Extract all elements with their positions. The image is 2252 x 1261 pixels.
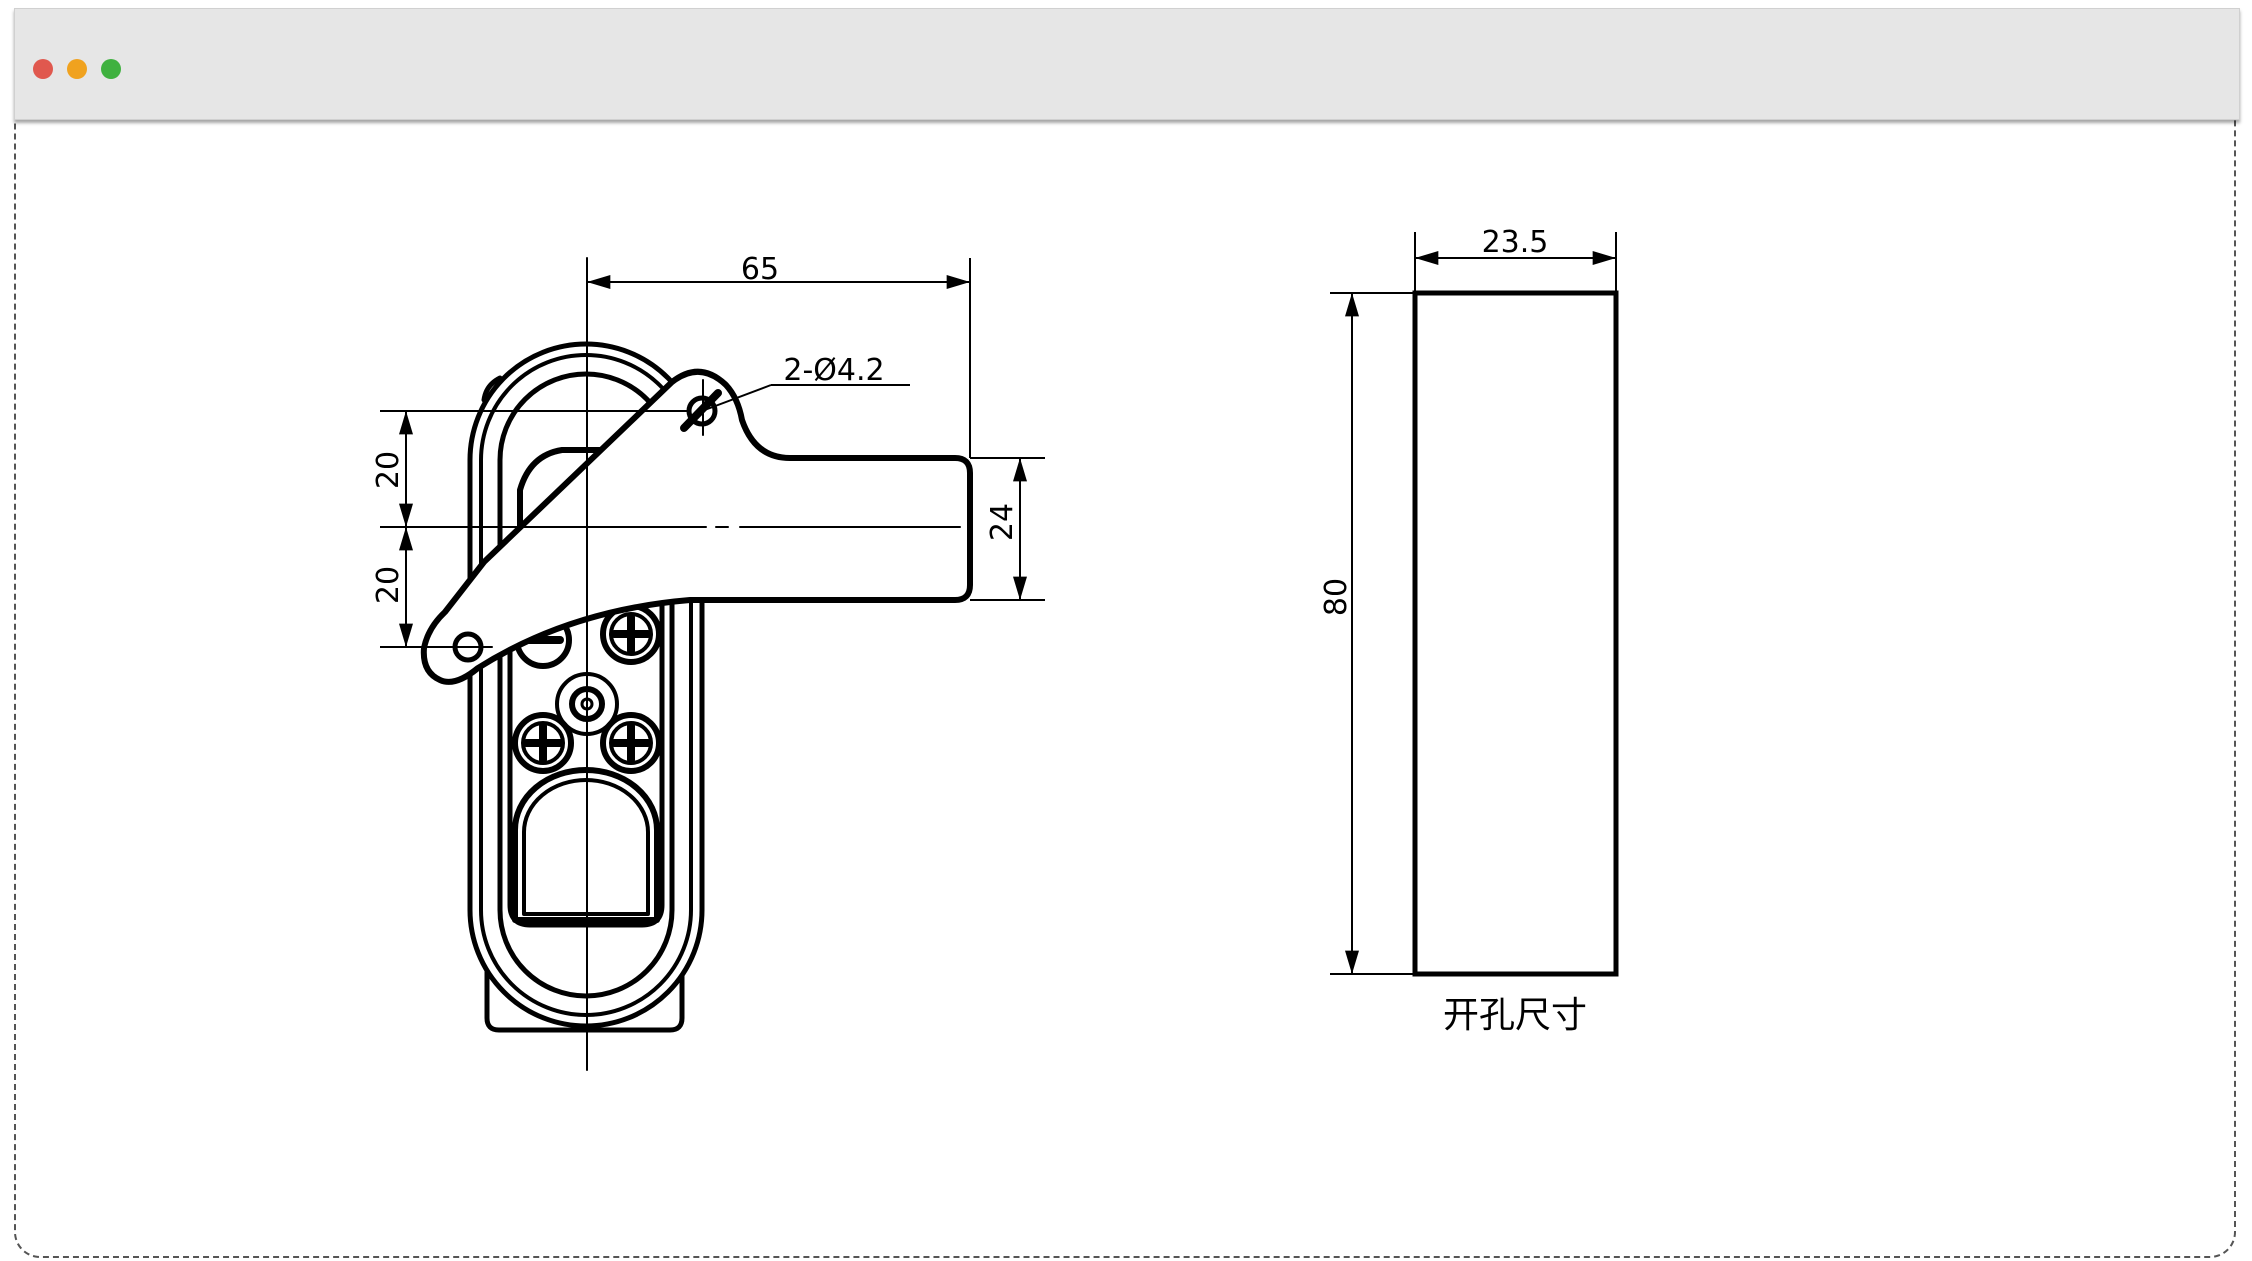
dimension-handle-height-label: 24: [985, 503, 1020, 541]
title-bar: [14, 8, 2240, 120]
cutout-width-label: 23.5: [1482, 225, 1549, 260]
cutout-view: [1330, 232, 1619, 977]
front-view: [420, 257, 973, 1071]
front-view-dimensions: [380, 258, 1045, 648]
minimize-window-button[interactable]: [67, 59, 87, 79]
housing-middle: [479, 353, 693, 1017]
screw-icon: [512, 712, 574, 774]
key-slot-outer: [512, 767, 660, 923]
dimension-width-label: 65: [741, 252, 779, 287]
housing-inner: [497, 371, 675, 999]
close-window-button[interactable]: [33, 59, 53, 79]
screw-icon: [600, 712, 662, 774]
cutout-height-label: 80: [1319, 578, 1354, 616]
dimension-upper-offset-label: 20: [371, 451, 406, 489]
dimension-hole-label: 2-Ø4.2: [783, 353, 884, 388]
cutout-rectangle: [1412, 290, 1619, 977]
dimension-lower-offset-label: 20: [371, 566, 406, 604]
maximize-window-button[interactable]: [101, 59, 121, 79]
cutout-caption: 开孔尺寸: [1443, 995, 1587, 1036]
browser-window: [14, 8, 2240, 1258]
key-slot-inner: [522, 778, 650, 916]
bottom-bracket: [484, 962, 685, 1033]
